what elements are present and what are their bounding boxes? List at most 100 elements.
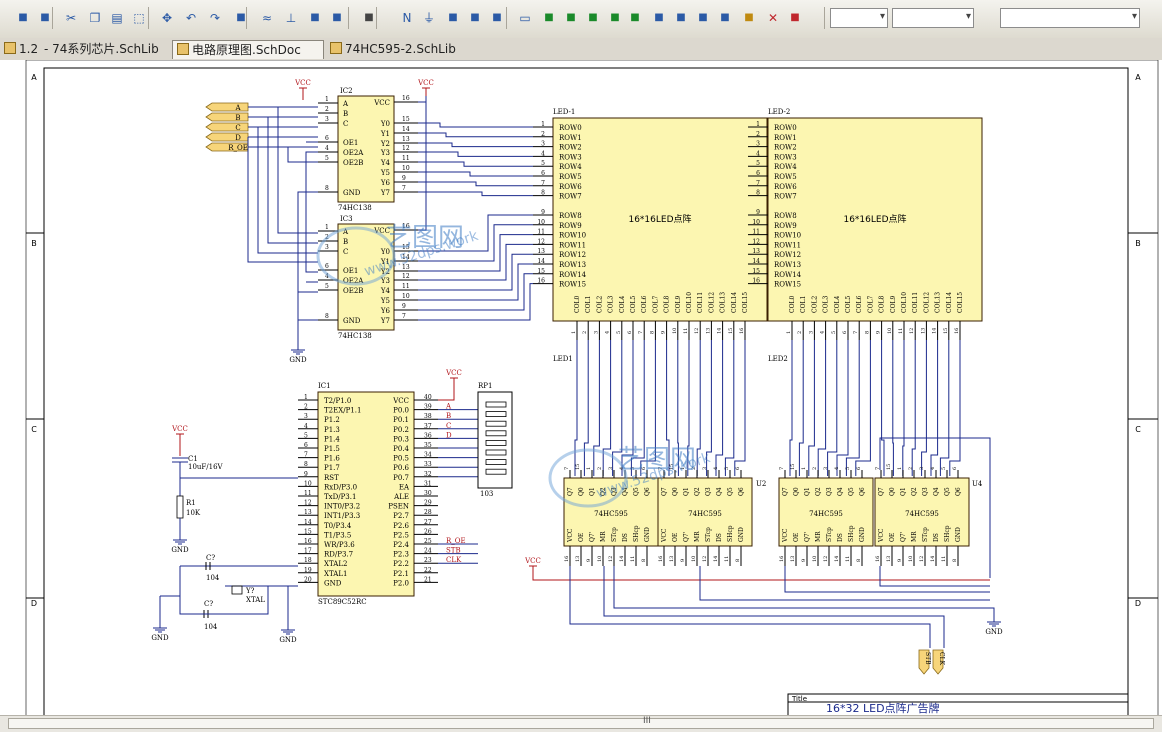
wire-icon[interactable]: ≈ [261,11,273,25]
tab-74hc595-schlib[interactable]: 74HC595-2.SchLib [326,40,461,59]
redo-icon[interactable]: ↷ [209,11,221,25]
wire [687,340,690,476]
led-col-label: COL0 [574,296,581,313]
led-matrix-label: 16*16LED点阵 [843,213,906,225]
toolbar-tool-icon[interactable]: ■ [470,12,480,23]
led-row-label: ROW12 [559,251,586,259]
pin-number: 10 [908,556,914,562]
paste-icon[interactable]: ▤ [111,11,123,25]
led-row-label: ROW7 [559,193,582,201]
toolbar-tool-icon[interactable]: ■ [332,12,342,23]
toolbar-dropdown[interactable]: ▾ [1000,8,1140,28]
shift-register-ref: U4 [972,480,983,488]
pin-label: OE2B [343,287,363,295]
cut-icon[interactable]: ✂ [65,11,77,25]
wire [418,132,533,138]
toolbar-tool-icon[interactable]: ■ [744,12,754,23]
tab-1-2[interactable]: 1.2 [0,40,40,59]
toolbar-tool-icon[interactable]: ■ [236,12,246,23]
resistor-element [485,430,507,437]
move-icon[interactable]: ✥ [161,11,173,25]
shift-register-pin-label: VCC [661,528,668,543]
pin-number: 9 [756,209,760,216]
pin-number: 3 [608,467,614,470]
pin-number: 18 [304,557,312,564]
toolbar-tool-icon[interactable]: ■ [566,12,576,23]
pin-number: 11 [941,556,947,562]
toolbar-tool-icon[interactable]: ■ [610,12,620,23]
netlabel-icon[interactable]: N [402,11,412,25]
wire [287,585,298,622]
toolbar-tool-icon[interactable]: ■ [790,12,800,23]
led-row-label: ROW8 [774,212,797,220]
pin-number: 36 [424,432,432,439]
toolbar-tool-icon[interactable]: ■ [698,12,708,23]
bus-icon[interactable]: ⊥ [285,11,297,25]
toolbar-tool-icon[interactable]: ■ [18,12,28,23]
wire [699,566,990,601]
shift-register-pin-label: Q2 [911,487,918,496]
toolbar-tool-icon[interactable]: ■ [676,12,686,23]
toolbar-tool-icon[interactable]: ■ [630,12,640,23]
toolbar-tool-icon[interactable]: ■ [544,12,554,23]
select-icon[interactable]: ⬚ [133,11,145,25]
led-row-label: ROW2 [774,144,797,152]
wire [879,437,991,578]
tab-schematic-schdoc[interactable]: 电路原理图.SchDoc [172,40,324,59]
wire [603,566,945,648]
pin-label: Y2 [380,268,390,276]
shift-register-name: 74HC595 [594,510,628,518]
shift-register-pin-label: VCC [878,528,885,543]
shift-register-pin-label: Q6 [955,487,962,496]
scrollbar-thumb[interactable] [8,718,1154,729]
shift-register-name: 74HC595 [905,510,939,518]
led-col-label: COL11 [912,292,919,313]
led-matrix-ref: LED-1 [553,108,575,116]
undo-icon[interactable]: ↶ [185,11,197,25]
copy-icon[interactable]: ❐ [89,11,101,25]
toolbar-dropdown[interactable]: ▾ [892,8,974,28]
toolbar-tool-icon[interactable]: ■ [40,12,50,23]
part-icon[interactable]: ▭ [519,11,531,25]
pin-number: 4 [325,273,329,280]
pin-label: Y1 [380,130,390,138]
toolbar-tool-icon[interactable]: ■ [720,12,730,23]
toolbar-tool-icon[interactable]: ■ [448,12,458,23]
toolbar-tool-icon[interactable]: ■ [310,12,320,23]
toolbar-separator [246,7,247,29]
pin-number: 9 [897,559,903,562]
pin-number: 29 [424,500,432,507]
pin-number: 4 [304,423,308,430]
wire [827,340,838,476]
wire [879,566,990,587]
toolbar-tool-icon[interactable]: ■ [654,12,664,23]
power-icon[interactable]: ⏚ [422,11,435,25]
led-row-label: ROW7 [774,193,797,201]
toolbar-tool-icon[interactable]: ■ [364,12,374,23]
toolbar-tool-icon[interactable]: ■ [492,12,502,23]
pin-label: B [343,110,348,118]
pin-number: 11 [402,155,410,162]
pin-number: 11 [898,328,904,334]
toolbar-dropdown[interactable]: ▾ [830,8,888,28]
horizontal-scrollbar[interactable]: III [0,715,1162,732]
mcu-pin-label: P1.4 [324,435,340,443]
resistor-element [485,449,507,456]
vcc-mcu: VCC [445,369,462,377]
pin-label: OE2A [343,149,364,157]
toolbar-tool-icon[interactable]: ■ [588,12,598,23]
gnd-crystal: GND [151,634,169,642]
wire [418,243,533,281]
shift-register-pin-label: OE [889,533,896,542]
port-clk [932,649,944,675]
wire [179,566,269,615]
port-label: R_OE [228,144,248,152]
tab-74-series-schlib[interactable]: - 74系列芯片.SchLib [44,42,159,56]
mcu-pin-label: P2.2 [393,560,409,568]
pin-number: 5 [304,432,308,439]
delete-icon[interactable]: ✕ [767,11,779,25]
wire [418,263,533,301]
port-label: CLK [938,652,945,666]
